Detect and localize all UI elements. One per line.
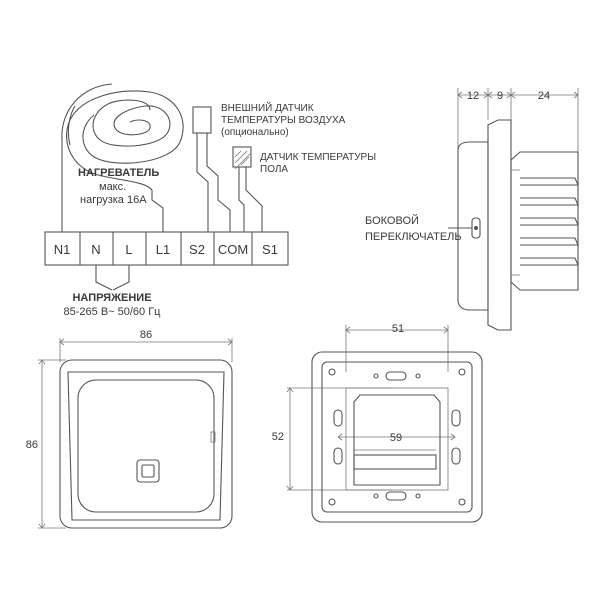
terminal-l: L [125, 242, 132, 257]
back-view-dimensions [286, 325, 456, 491]
front-dim-width: 86 [140, 329, 152, 341]
floor-sensor-wire-1 [238, 167, 245, 232]
power-button[interactable] [136, 459, 160, 483]
heater-title: НАГРЕВАТЕЛЬ [78, 167, 159, 179]
heater-coil [61, 83, 184, 232]
air-sensor-line3: (опционально) [221, 127, 289, 138]
supply-wire-n [95, 265, 113, 291]
back-dim-52: 52 [272, 431, 284, 443]
floor-sensor-box [232, 146, 252, 170]
terminal-block [44, 231, 289, 266]
terminal-n: N [91, 242, 100, 257]
terminal-s2: S2 [189, 242, 205, 257]
supply-wire-l [112, 265, 130, 291]
side-view-dimensions [457, 88, 579, 160]
terminal-com: COM [218, 242, 248, 257]
air-sensor-wire-2 [206, 133, 231, 232]
dim-12: 12 [467, 90, 479, 102]
floor-sensor-wire-2 [245, 167, 263, 232]
back-dim-51: 51 [392, 323, 404, 335]
front-view-dimensions [38, 338, 233, 529]
voltage-value: 85-265 В~ 50/60 Гц [64, 306, 162, 318]
back-view-body [311, 351, 483, 523]
terminal-l1: L1 [156, 242, 170, 257]
back-dim-59: 59 [390, 432, 402, 444]
front-view-body [59, 359, 233, 529]
side-switch-line2: ПЕРЕКЛЮЧАТЕЛЬ [365, 231, 462, 243]
terminal-s1: S1 [262, 242, 278, 257]
air-sensor-line2: ТЕМПЕРАТУРЫ ВОЗДУХА [221, 115, 346, 126]
air-sensor-box [192, 106, 212, 134]
side-view-body [457, 119, 579, 331]
air-sensor-wire-1 [196, 133, 209, 232]
floor-sensor-line2: ПОЛА [260, 164, 288, 175]
voltage-title: НАПРЯЖЕНИЕ [72, 292, 151, 304]
front-dim-height: 86 [26, 439, 38, 451]
side-switch-line1: БОКОВОЙ [365, 214, 419, 227]
dim-9: 9 [497, 90, 503, 102]
floor-sensor-line1: ДАТЧИК ТЕМПЕРАТУРЫ [260, 152, 376, 163]
air-sensor-line1: ВНЕШНИЙ ДАТЧИК [221, 101, 314, 114]
side-switch-icon [471, 217, 481, 239]
heater-load-label: нагрузка 16А [80, 194, 147, 206]
dim-24: 24 [538, 90, 550, 102]
terminal-n1: N1 [54, 242, 71, 257]
heater-max-label: макс. [99, 181, 126, 193]
